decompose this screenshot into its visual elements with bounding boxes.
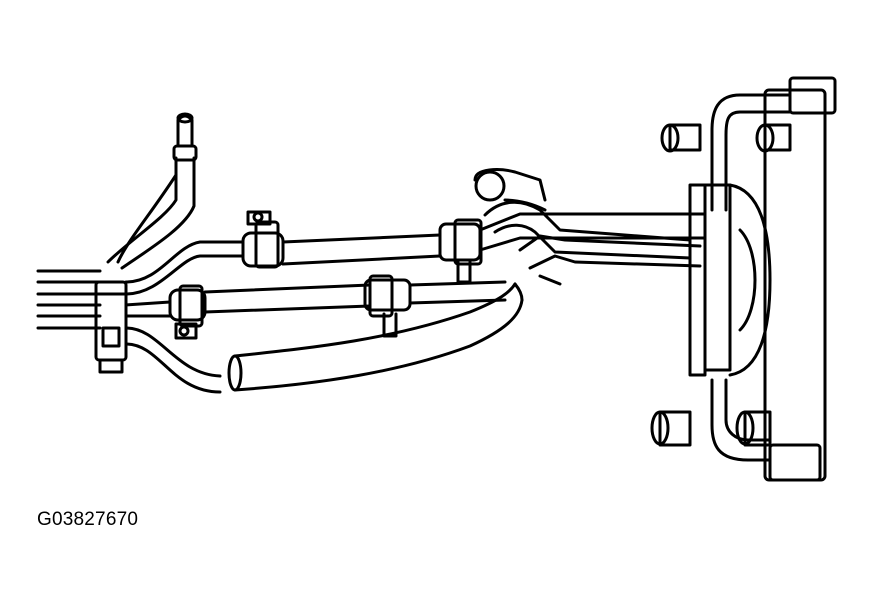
bleeder-fitting (106, 112, 198, 270)
tube-bundle-clamp (94, 280, 128, 374)
upper-tube (124, 233, 442, 296)
upper-hose (241, 210, 707, 284)
lower-tube (124, 283, 372, 394)
lower-hose (168, 274, 507, 340)
cooler (650, 76, 837, 482)
upper-elbow (473, 168, 547, 212)
large-hose (227, 282, 524, 392)
figure-id: G03827670 (37, 509, 139, 530)
crossing-tubes (483, 200, 702, 286)
tube-bundle (36, 269, 102, 330)
